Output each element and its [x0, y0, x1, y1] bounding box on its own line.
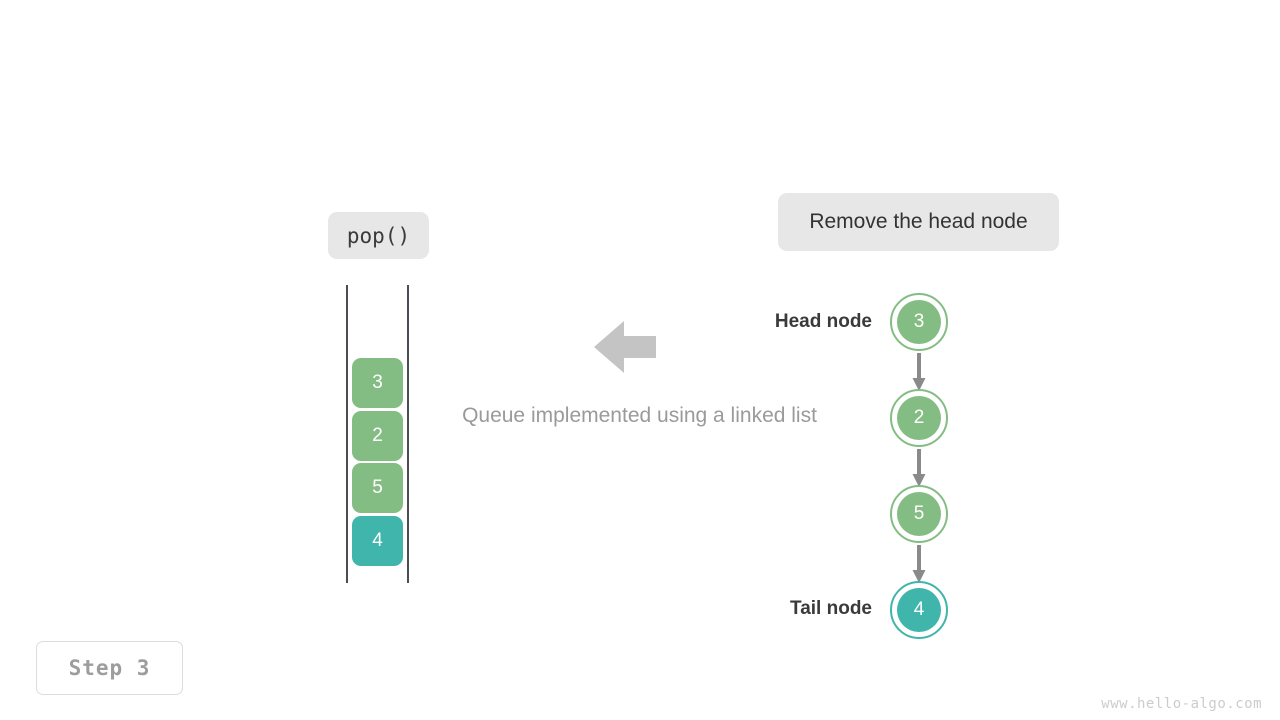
arrow-down-icon — [912, 545, 926, 583]
head-node-label: Head node — [774, 311, 872, 332]
tail-node-label: Tail node — [790, 598, 872, 619]
arrow-down-icon — [912, 353, 926, 391]
diagram-caption: Queue implemented using a linked list — [462, 404, 817, 427]
queue-rail-right — [407, 285, 409, 583]
queue-rail-left — [346, 285, 348, 583]
watermark: www.hello-algo.com — [1101, 696, 1262, 712]
action-chip: Remove the head node — [778, 193, 1059, 251]
queue-cell: 2 — [352, 411, 403, 461]
linked-list-node: 3 — [890, 293, 948, 351]
linked-list-node-value: 2 — [897, 396, 941, 440]
linked-list-node: 5 — [890, 485, 948, 543]
arrow-down-icon — [912, 449, 926, 487]
linked-list-node-value: 3 — [897, 300, 941, 344]
arrow-left-icon — [594, 320, 656, 374]
queue-cell: 5 — [352, 463, 403, 513]
linked-list-node-value: 5 — [897, 492, 941, 536]
step-badge: Step 3 — [36, 641, 183, 695]
linked-list-node: 2 — [890, 389, 948, 447]
linked-list-node: 4 — [890, 581, 948, 639]
operation-chip: pop() — [328, 212, 429, 259]
linked-list-view: 3 2 5 4 — [860, 280, 1000, 650]
linked-list-node-value: 4 — [897, 588, 941, 632]
queue-cell: 3 — [352, 358, 403, 408]
queue-cell: 4 — [352, 516, 403, 566]
